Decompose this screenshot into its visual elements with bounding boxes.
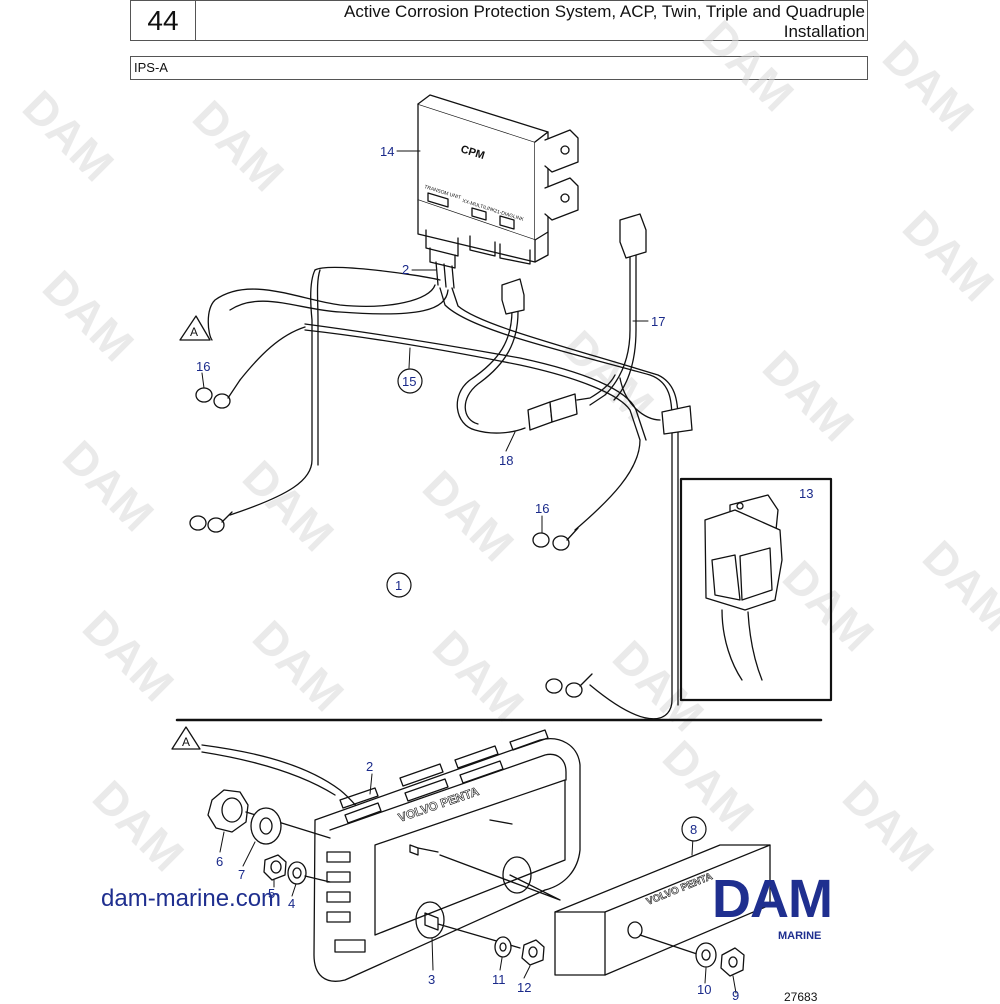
reference-triangle-a-lower [171,726,201,750]
watermark: DAM [413,460,524,571]
brand-logo: DAM [712,869,833,929]
website-link[interactable]: dam-marine.com [101,885,282,912]
callout-13: 13 [799,486,813,501]
watermark: DAM [73,600,184,711]
callout-2-cover: 2 [366,759,373,774]
watermark: DAM [773,550,884,661]
callout-5: 5 [268,886,275,901]
main-harness [207,213,693,720]
nut-6 [207,789,331,839]
washer-7 [250,807,282,845]
anode-cover [313,729,581,982]
page-title: Active Corrosion Protection System, ACP,… [196,1,867,41]
watermark: DAM [913,530,1000,641]
callout-16-lower: 16 [535,501,549,516]
page-number: 44 [131,1,196,40]
brand-subtitle: MARINE [778,930,822,942]
nut-5 [263,854,287,881]
watermark: DAM [233,450,344,561]
callout-6: 6 [216,854,223,869]
washer-4 [287,861,307,885]
title-line-1: Active Corrosion Protection System, ACP,… [344,2,865,21]
callout-16: 16 [196,359,210,374]
model-subheader: IPS-A [130,56,868,80]
callout-8-circle [681,816,707,842]
watermark: DAM [423,620,534,731]
watermark: DAM [33,260,144,371]
callout-3: 3 [428,972,435,987]
title-line-2: Installation [783,22,865,41]
watermark: DAM [53,430,164,541]
callout-17: 17 [651,314,665,329]
figure-number: 27683 [784,990,818,1004]
callout-10: 10 [697,982,711,997]
watermark: DAM [83,770,194,881]
callout-8: 8 [690,822,697,837]
callout-14: 14 [380,144,394,159]
washer-10 [695,942,717,968]
bolt-3 [424,912,501,943]
watermark: DAM [653,730,764,841]
watermark: DAM [893,200,1000,311]
callout-4: 4 [288,896,295,911]
anode-block-8 [554,844,771,976]
callout-2: 2 [402,262,409,277]
leader-lines [201,150,737,994]
watermark: DAM [753,340,864,451]
nut-9 [720,947,745,977]
callout-12: 12 [517,980,531,995]
callout-7: 7 [238,867,245,882]
reference-a-label-lower: A [182,735,190,749]
ring-terminals [189,379,593,698]
header-box: 44 Active Corrosion Protection System, A… [130,0,868,41]
callout-15-circle [397,368,423,394]
callout-15: 15 [402,374,416,389]
watermark: DAM [243,610,354,721]
washer-11 [494,936,512,958]
watermark: DAM [13,80,124,191]
cpm-module [417,94,579,289]
watermark: DAM [833,770,944,881]
callout-1: 1 [395,578,402,593]
watermark: DAM [873,30,984,141]
inset-connector-detail [679,477,833,702]
watermark: DAM [183,90,294,201]
nut-12 [521,939,545,966]
watermark: DAM [693,10,804,121]
watermark: DAM [603,630,714,741]
callout-1-circle [386,572,412,598]
callout-11: 11 [492,972,506,987]
callout-9: 9 [732,988,739,1000]
reference-triangle-a [179,315,211,341]
cable-to-anode [201,744,361,811]
callout-18: 18 [499,453,513,468]
reference-a-label: A [190,325,198,339]
